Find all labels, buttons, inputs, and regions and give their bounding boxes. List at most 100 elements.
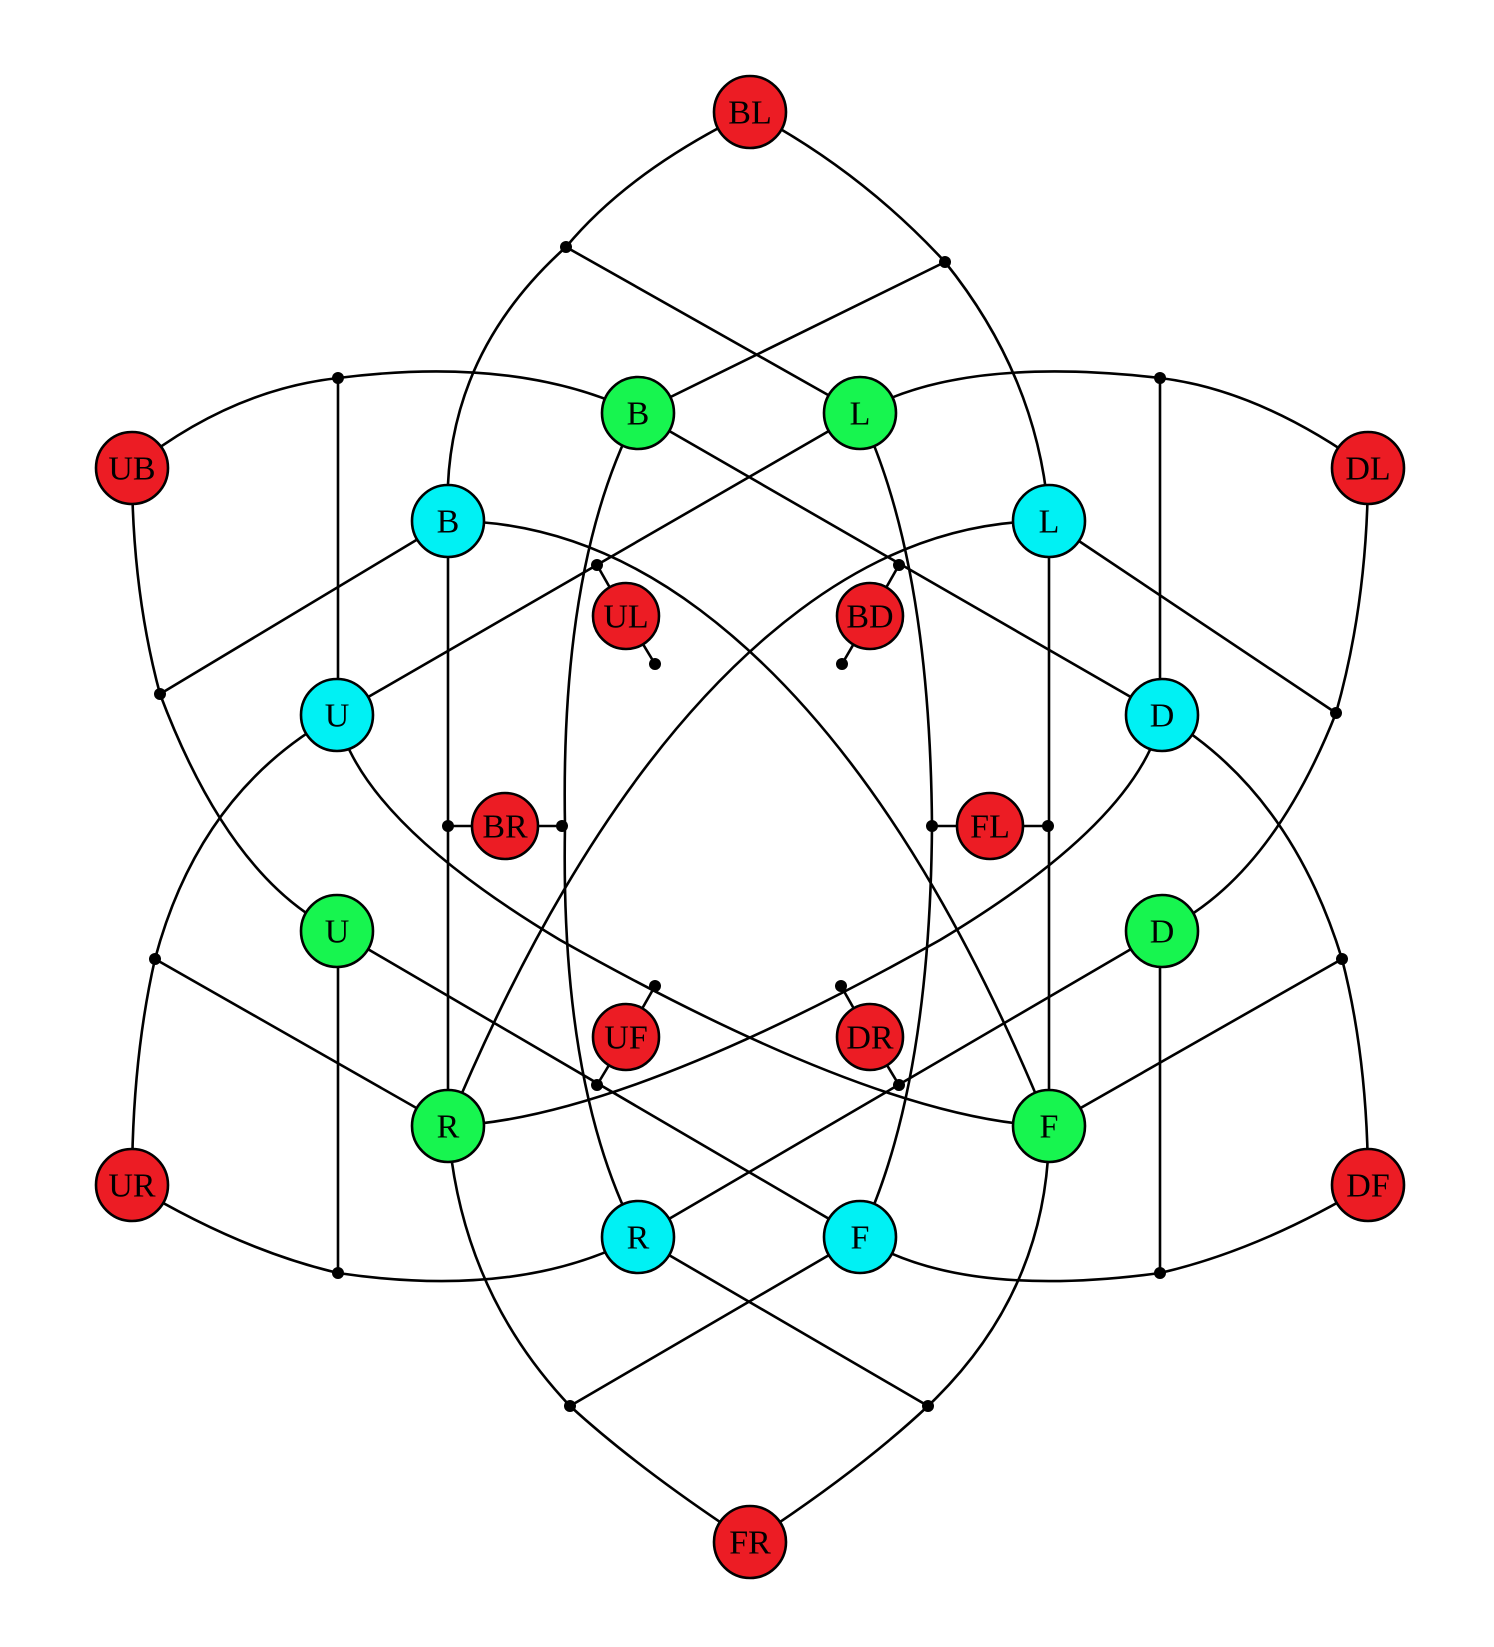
node-red-br: BR: [470, 791, 540, 861]
edge-24: [927, 1125, 1051, 1407]
node-label: BR: [482, 809, 528, 846]
edge-31: [154, 957, 449, 1128]
node-label: UL: [603, 599, 648, 636]
edge-2: [446, 246, 567, 522]
node-circle: [1124, 677, 1200, 753]
node-green-b: B: [600, 375, 676, 451]
node-cyan-b: B: [410, 483, 486, 559]
junction-dot: [332, 372, 344, 384]
node-circle: [470, 791, 540, 861]
edge-35: [569, 1235, 861, 1408]
edges: [130, 110, 1370, 1544]
node-label: L: [1039, 504, 1060, 541]
node-cyan-d: D: [1124, 677, 1200, 753]
node-circle: [822, 375, 898, 451]
edge-16: [1161, 713, 1344, 960]
node-red-df: DF: [1330, 1147, 1406, 1223]
node-label: UR: [108, 1168, 156, 1205]
node-green-f: F: [1011, 1088, 1087, 1164]
junction-dot: [922, 1400, 934, 1412]
junction-dot: [649, 658, 661, 670]
node-circle: [410, 1088, 486, 1164]
node-cyan-u: U: [299, 677, 375, 753]
node-circle: [94, 430, 170, 506]
junction-dot: [1330, 707, 1342, 719]
node-label: FL: [970, 809, 1010, 846]
edge-12: [1161, 712, 1338, 933]
node-circle: [591, 1002, 661, 1072]
node-red-fl: FL: [955, 791, 1025, 861]
node-circle: [1011, 1088, 1087, 1164]
junction-dot: [149, 953, 161, 965]
node-red-bl: BL: [712, 74, 788, 150]
node-label: UF: [604, 1020, 647, 1057]
node-circle: [1330, 1147, 1406, 1223]
edge-44: [446, 519, 1050, 1127]
node-label: DR: [846, 1020, 894, 1057]
node-circle: [822, 1199, 898, 1275]
node-red-dl: DL: [1330, 430, 1406, 506]
node-label: F: [851, 1220, 870, 1257]
node-circle: [955, 791, 1025, 861]
node-label: U: [325, 698, 350, 735]
node-red-ur: UR: [94, 1147, 170, 1223]
node-label: R: [627, 1220, 650, 1257]
node-circle: [835, 1002, 905, 1072]
node-label: BL: [728, 95, 771, 132]
node-circle: [712, 74, 788, 150]
node-circle: [1330, 430, 1406, 506]
junction-dot: [1042, 820, 1054, 832]
node-label: L: [850, 396, 871, 433]
junction-dots: [149, 241, 1348, 1412]
junction-dot: [154, 688, 166, 700]
node-green-d: D: [1124, 893, 1200, 969]
node-circle: [94, 1147, 170, 1223]
junction-dot: [591, 559, 603, 571]
edge-14: [153, 713, 338, 960]
node-label: D: [1150, 698, 1175, 735]
node-green-u: U: [299, 893, 375, 969]
node-cyan-l: L: [1011, 483, 1087, 559]
edge-30: [1048, 519, 1337, 715]
node-red-dr: DR: [835, 1002, 905, 1072]
node-cyan-r: R: [600, 1199, 676, 1275]
node-cyan-f: F: [822, 1199, 898, 1275]
node-circle: [410, 483, 486, 559]
node-red-bd: BD: [835, 581, 905, 651]
edge-6: [337, 370, 639, 415]
edge-29: [159, 519, 449, 696]
junction-dot: [893, 1079, 905, 1091]
node-label: BD: [846, 599, 893, 636]
node-circle: [1011, 483, 1087, 559]
junction-dot: [1154, 1267, 1166, 1279]
node-circle: [712, 1504, 788, 1580]
node-label: D: [1150, 914, 1175, 951]
edge-32: [1048, 957, 1343, 1128]
node-circle: [1124, 893, 1200, 969]
junction-dot: [649, 980, 661, 992]
node-green-r: R: [410, 1088, 486, 1164]
node-circle: [600, 375, 676, 451]
junction-dot: [836, 658, 848, 670]
junction-dot: [564, 1400, 576, 1412]
junction-dot: [835, 980, 847, 992]
node-label: U: [325, 914, 350, 951]
node-label: B: [437, 504, 460, 541]
node-label: FR: [729, 1525, 771, 1562]
edge-36: [637, 1235, 929, 1408]
edge-4: [943, 261, 1051, 522]
node-label: B: [627, 396, 650, 433]
edge-43: [447, 519, 1051, 1127]
node-circle: [835, 581, 905, 651]
junction-dot: [442, 820, 454, 832]
edge-22: [446, 1125, 571, 1407]
junction-dot: [939, 256, 951, 268]
junction-dot: [591, 1079, 603, 1091]
edge-45: [335, 714, 1050, 1128]
edge-25: [565, 245, 861, 415]
node-red-ul: UL: [591, 581, 661, 651]
edge-26: [637, 260, 946, 415]
edge-8: [859, 370, 1161, 415]
